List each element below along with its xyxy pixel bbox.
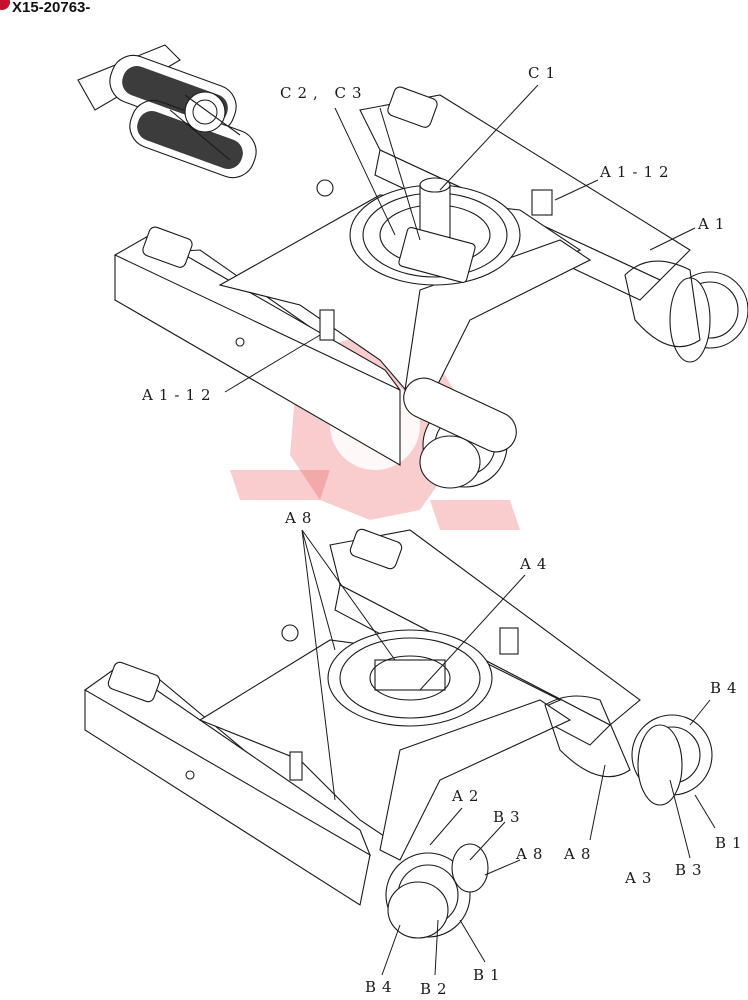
- callout-b2: B2: [420, 980, 453, 998]
- thumbnail-overview: [77, 44, 257, 179]
- callout-b3-mid: B3: [493, 808, 526, 826]
- callout-b4-right: B4: [710, 679, 743, 697]
- lower-track-frame: [83, 528, 713, 939]
- callout-b1-right: B1: [715, 834, 748, 852]
- callout-c2-c3: C2, C3: [280, 84, 368, 102]
- header-marker-icon: [0, 0, 10, 10]
- upper-track-frame: [113, 86, 748, 489]
- callout-a8-right: A8: [563, 845, 596, 863]
- callout-a1: A1: [697, 215, 730, 233]
- callout-a4: A4: [519, 555, 552, 573]
- callout-a1-12-top: A1-12: [599, 163, 675, 181]
- callout-a2: A2: [451, 787, 484, 805]
- callout-b3-right: B3: [675, 861, 708, 879]
- part-number: X15-20763-: [12, 0, 91, 16]
- callout-b4-bottom: B4: [365, 978, 398, 996]
- callout-a3: A3: [624, 869, 657, 887]
- callout-a8-mid: A8: [515, 845, 548, 863]
- callout-a8-top: A8: [284, 509, 317, 527]
- callout-a1-12-left: A1-12: [141, 386, 217, 404]
- leader-lines: [224, 84, 716, 976]
- callout-b1-bottom: B1: [473, 966, 506, 984]
- callout-c1: C1: [528, 64, 561, 82]
